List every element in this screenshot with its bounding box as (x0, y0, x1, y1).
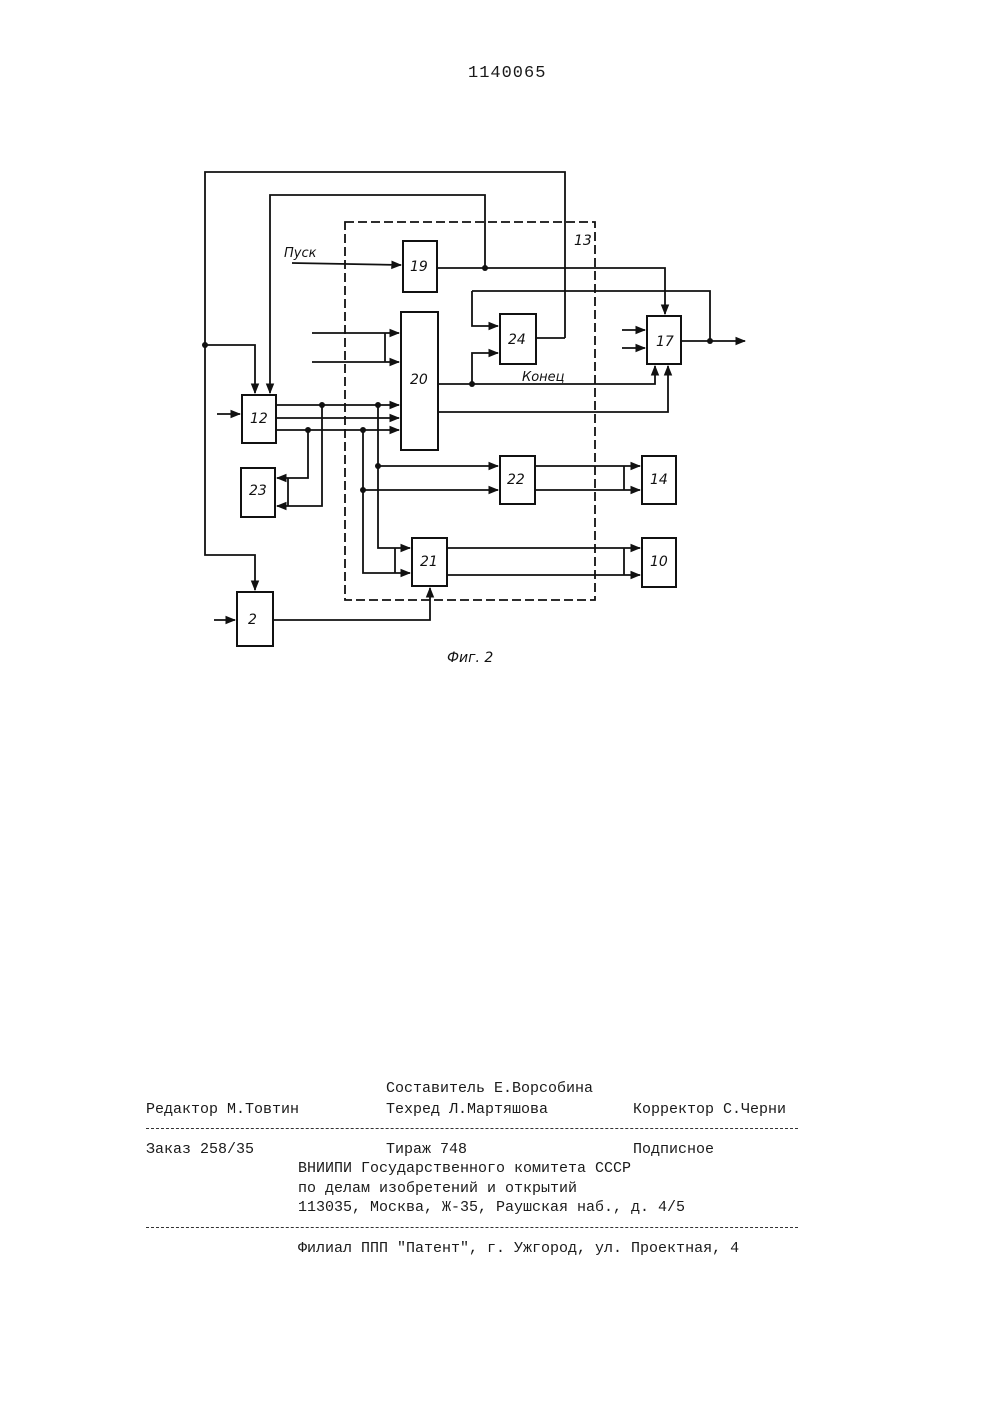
order-line: Заказ 258/35 (146, 1141, 254, 1158)
svg-text:14: 14 (650, 472, 668, 488)
feedback-line-12-b (270, 195, 485, 393)
subscription-line: Подписное (633, 1141, 714, 1158)
svg-text:19: 19 (410, 259, 428, 275)
block-13-label: 13 (574, 233, 592, 249)
svg-text:2: 2 (248, 612, 257, 628)
org-line-2: по делам изобретений и открытий (298, 1180, 577, 1197)
block-13-boundary (345, 222, 595, 600)
svg-text:20: 20 (410, 372, 428, 388)
svg-text:17: 17 (656, 334, 674, 350)
svg-text:12: 12 (250, 411, 268, 427)
org-line-1: ВНИИПИ Государственного комитета СССР (298, 1160, 631, 1177)
feedback-line-outer (205, 172, 565, 590)
circulation-line: Тираж 748 (386, 1141, 467, 1158)
figure-caption: Фиг. 2 (447, 650, 493, 666)
org-line-3: 113035, Москва, Ж-35, Раушская наб., д. … (298, 1199, 685, 1216)
branch-line: Филиал ППП "Патент", г. Ужгород, ул. Про… (298, 1240, 739, 1257)
block-diagram: 13 Пуск 19 20 24 Конец 17 12 23 (0, 0, 1000, 700)
end-signal-label: Конец (522, 370, 565, 385)
start-line (292, 263, 401, 265)
compiler-line: Составитель Е.Ворсобина (386, 1080, 593, 1097)
svg-text:10: 10 (650, 554, 668, 570)
start-signal-label: Пуск (284, 246, 317, 261)
svg-text:24: 24 (508, 332, 526, 348)
footer-divider-top (146, 1128, 798, 1129)
svg-text:21: 21 (420, 554, 438, 570)
corrector-line: Корректор С.Черни (633, 1101, 786, 1118)
techred-line: Техред Л.Мартяшова (386, 1101, 548, 1118)
svg-text:23: 23 (249, 483, 267, 499)
feedback-line-12-a (205, 345, 255, 393)
footer-divider-bottom (146, 1227, 798, 1228)
editor-line: Редактор М.Товтин (146, 1101, 299, 1118)
svg-text:22: 22 (507, 472, 525, 488)
